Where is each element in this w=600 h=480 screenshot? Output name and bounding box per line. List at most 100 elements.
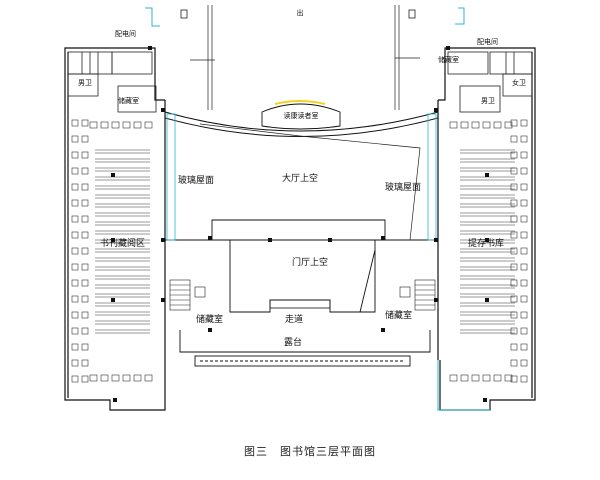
column	[161, 298, 165, 302]
column	[148, 46, 152, 50]
desk	[520, 199, 528, 207]
desk	[71, 343, 79, 351]
desk	[510, 231, 518, 239]
left-reading-desks	[71, 119, 153, 383]
desk	[520, 135, 528, 143]
desk	[510, 375, 518, 383]
desk	[71, 359, 79, 367]
desk	[89, 374, 98, 382]
right-reading-desks	[449, 119, 528, 383]
desk	[71, 151, 79, 159]
desk	[520, 119, 528, 127]
desk	[81, 199, 89, 207]
column	[485, 173, 489, 177]
desk	[71, 311, 79, 319]
label-periodical-stacks: 书刊藏阅区	[100, 237, 145, 249]
terrace	[179, 330, 431, 367]
label-terrace: 露台	[284, 336, 302, 348]
desk	[71, 279, 79, 287]
label-glass-roof-right: 玻璃屋面	[385, 181, 421, 193]
desk	[449, 374, 458, 382]
desk	[510, 343, 518, 351]
desk	[71, 263, 79, 271]
desk	[520, 295, 528, 303]
reading-room-outline	[261, 103, 341, 130]
desk	[81, 295, 89, 303]
desk	[81, 279, 89, 287]
column	[161, 108, 165, 112]
desk	[71, 231, 79, 239]
label-reference-stacks: 提存书库	[468, 237, 504, 249]
glass-edge	[437, 360, 490, 411]
desk	[510, 279, 518, 287]
desk	[81, 311, 89, 319]
label-glass-roof-left: 玻璃屋面	[178, 174, 214, 186]
desk	[81, 327, 89, 335]
desk	[510, 167, 518, 175]
label-mens-wc-right: 男卫	[481, 97, 495, 105]
label-lobby-void: 门厅上空	[292, 256, 328, 268]
corridor-bar	[269, 299, 331, 309]
desk	[471, 121, 480, 129]
label-storage-left-bottom: 储藏室	[196, 313, 223, 325]
desk	[520, 343, 528, 351]
desk	[81, 151, 89, 159]
desk	[520, 359, 528, 367]
label-storage-right-bottom: 储藏室	[385, 309, 412, 321]
column	[381, 328, 385, 332]
desk	[520, 151, 528, 159]
desk	[520, 215, 528, 223]
desk	[81, 215, 89, 223]
left-shelving	[95, 149, 150, 334]
desk	[449, 121, 458, 129]
desk	[510, 199, 518, 207]
desk	[71, 183, 79, 191]
desk	[71, 135, 79, 143]
desk	[111, 121, 120, 129]
glass-roof-right	[427, 113, 437, 241]
desk	[81, 167, 89, 175]
desk	[510, 295, 518, 303]
desk	[71, 199, 79, 207]
label-mens-wc-left: 男卫	[78, 79, 92, 87]
desk	[133, 374, 142, 382]
column	[268, 238, 272, 242]
desk	[81, 375, 89, 383]
desk	[133, 121, 142, 129]
desk	[111, 374, 120, 382]
stair-right	[399, 279, 436, 311]
column	[483, 398, 487, 402]
label-storage-left-top: 储藏室	[118, 96, 139, 105]
label-power-room-right: 配电间	[477, 37, 498, 46]
approach-lines	[190, 5, 420, 110]
column	[208, 328, 212, 332]
column	[328, 238, 332, 242]
left-wing	[64, 47, 166, 411]
desk	[81, 119, 89, 127]
desk	[122, 374, 131, 382]
desk	[81, 343, 89, 351]
column	[111, 173, 115, 177]
desk	[482, 374, 491, 382]
column	[111, 238, 115, 242]
desk	[71, 167, 79, 175]
column	[485, 238, 489, 242]
desk	[520, 327, 528, 335]
glass-roof-left	[166, 113, 176, 241]
desk	[510, 151, 518, 159]
column	[161, 238, 165, 242]
desk	[510, 327, 518, 335]
column	[208, 236, 212, 240]
desk	[510, 359, 518, 367]
site-boundary	[145, 7, 465, 27]
label-reading-room: 读康读者室	[284, 111, 319, 120]
desk	[81, 183, 89, 191]
column	[446, 46, 450, 50]
desk	[71, 327, 79, 335]
desk	[71, 295, 79, 303]
desk	[81, 231, 89, 239]
label-power-room-left: 配电间	[115, 29, 136, 38]
desk	[81, 135, 89, 143]
desk	[89, 121, 98, 129]
column	[434, 298, 438, 302]
